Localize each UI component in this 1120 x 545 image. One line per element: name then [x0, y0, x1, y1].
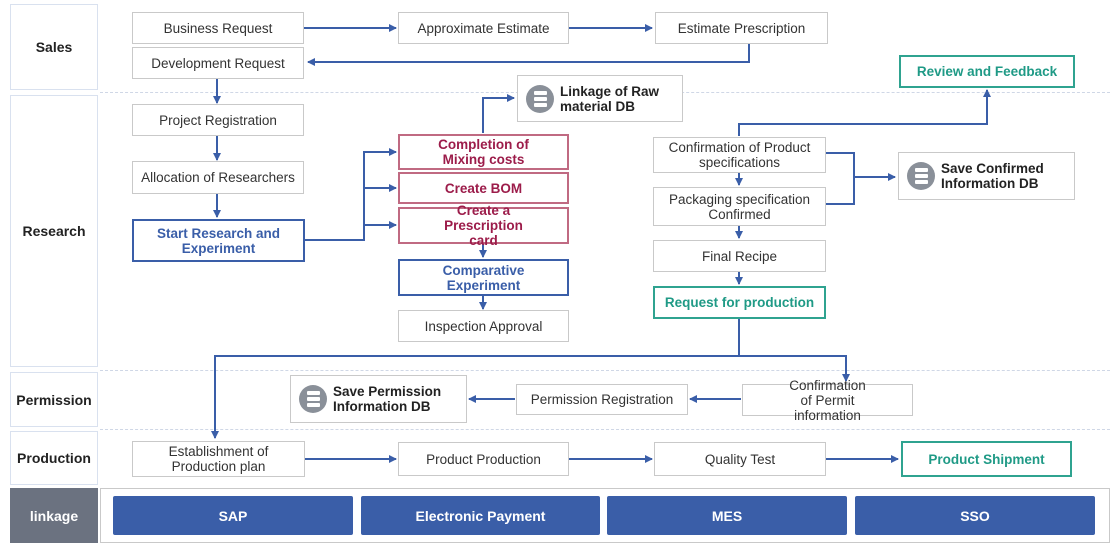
arrow-start-to-branches: [305, 148, 397, 241]
approximate-estimate-box: Approximate Estimate: [398, 12, 569, 44]
system-mes: MES: [607, 496, 847, 535]
save-confirmed-db-label: Save Confirmed Information DB: [941, 161, 1044, 191]
lane-label-production: Production: [10, 431, 98, 485]
linkage-frame: [100, 488, 1110, 543]
arrow-spec-to-save-db: [826, 152, 855, 205]
lane-label-sales: Sales: [10, 4, 98, 90]
system-sso: SSO: [855, 496, 1095, 535]
permit-information-box: Confirmation of Permit information: [742, 378, 913, 423]
save-permission-db: Save Permission Information DB: [290, 375, 467, 423]
development-request-box: Development Request: [132, 47, 304, 79]
production-plan-box: Establishment of Production plan: [132, 441, 305, 477]
business-request-box: Business Request: [132, 12, 304, 44]
linkage-raw-material-db: Linkage of Raw material DB: [517, 75, 683, 122]
save-permission-db-label: Save Permission Information DB: [333, 384, 442, 414]
request-production-box: Request for production: [653, 286, 826, 319]
mixing-costs-box: Completion of Mixing costs: [398, 134, 569, 170]
linkage-db-label: Linkage of Raw material DB: [560, 83, 660, 114]
prescription-card-box: Create a Prescription card: [398, 203, 569, 248]
inspection-approval-box: Inspection Approval: [398, 310, 569, 342]
database-icon: [299, 385, 327, 413]
arrow-request-to-permit: [739, 355, 850, 382]
final-recipe-box: Final Recipe: [653, 240, 826, 272]
save-confirmed-db: Save Confirmed Information DB: [898, 152, 1075, 200]
arrow-prescription-to-development: [307, 43, 750, 66]
database-icon: [907, 162, 935, 190]
system-electronic-payment: Electronic Payment: [361, 496, 600, 535]
review-feedback-box: Review and Feedback: [899, 55, 1075, 88]
lane-label-research: Research: [10, 95, 98, 367]
product-production-box: Product Production: [398, 442, 569, 476]
system-sap: SAP: [113, 496, 353, 535]
estimate-prescription-box: Estimate Prescription: [655, 12, 828, 44]
quality-test-box: Quality Test: [654, 442, 826, 476]
arrow-spec-to-review: [738, 89, 991, 136]
product-shipment-box: Product Shipment: [901, 441, 1072, 477]
arrow-mixing-to-linkage-db: [482, 94, 515, 133]
project-registration-box: Project Registration: [132, 104, 304, 136]
lane-separator: [100, 429, 1110, 430]
lane-label-permission: Permission: [10, 372, 98, 427]
lane-label-linkage: linkage: [10, 488, 98, 543]
create-bom-box: Create BOM: [398, 172, 569, 204]
database-icon: [526, 84, 554, 113]
start-research-box: Start Research and Experiment: [132, 219, 305, 262]
allocation-researchers-box: Allocation of Researchers: [132, 161, 304, 194]
packaging-specification-box: Packaging specification Confirmed: [653, 187, 826, 226]
lane-separator: [100, 370, 1110, 371]
linkage-row: linkage SAP Electronic Payment MES SSO: [10, 488, 1110, 543]
comparative-experiment-box: Comparative Experiment: [398, 259, 569, 296]
arrow-request-split: [211, 318, 740, 439]
product-specifications-box: Confirmation of Product specifications: [653, 137, 826, 173]
permission-registration-box: Permission Registration: [516, 384, 688, 415]
